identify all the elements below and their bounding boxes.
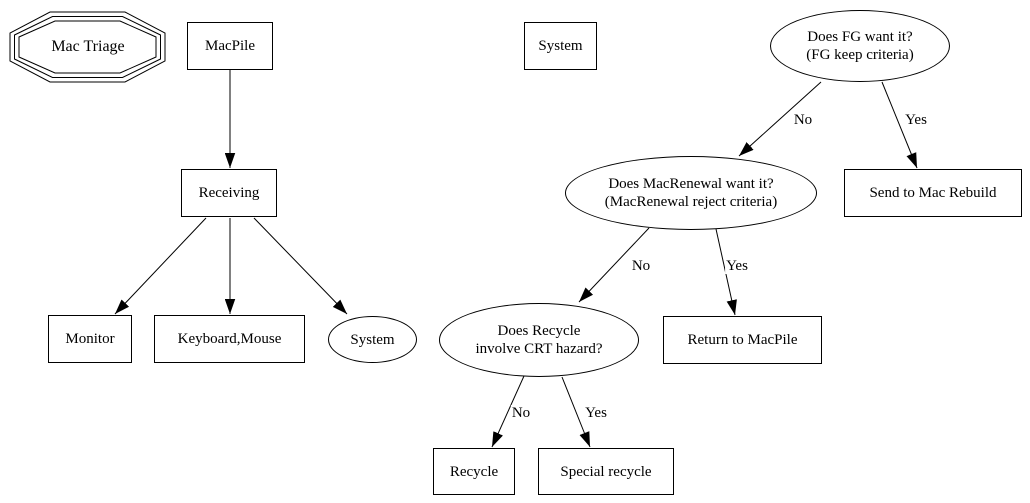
node-recycle: Recycle: [433, 448, 515, 495]
node-fg-decision: Does FG want it? (FG keep criteria): [770, 10, 950, 82]
node-receiving: Receiving: [181, 169, 277, 217]
edge-label-fg-yes: Yes: [904, 112, 928, 128]
node-keyboard-mouse-label: Keyboard,Mouse: [177, 331, 282, 347]
node-send-to-mac-rebuild: Send to Mac Rebuild: [844, 169, 1022, 217]
node-system-box-label: System: [538, 38, 583, 54]
triple-octagon-shape: [9, 11, 166, 83]
node-special-recycle: Special recycle: [538, 448, 674, 495]
edge-label-macrenewal-yes: Yes: [725, 258, 749, 274]
node-system-ellipse: System: [328, 316, 417, 363]
node-macpile-label: MacPile: [205, 38, 255, 54]
node-fg-decision-label: Does FG want it? (FG keep criteria): [806, 29, 914, 63]
node-crt-decision: Does Recycle involve CRT hazard?: [439, 303, 639, 377]
edge-label-crt-yes: Yes: [584, 405, 608, 421]
node-macrenewal-decision-label: Does MacRenewal want it? (MacRenewal rej…: [604, 176, 778, 210]
node-special-recycle-label: Special recycle: [560, 463, 652, 480]
node-receiving-label: Receiving: [198, 185, 260, 201]
edge-label-crt-no: No: [510, 405, 532, 421]
edge-receiving-monitor: [114, 217, 207, 315]
node-send-to-mac-rebuild-label: Send to Mac Rebuild: [869, 185, 997, 201]
node-return-to-macpile: Return to MacPile: [663, 316, 822, 364]
node-system-box: System: [524, 22, 597, 70]
node-macrenewal-decision: Does MacRenewal want it? (MacRenewal rej…: [565, 156, 817, 230]
node-keyboard-mouse: Keyboard,Mouse: [154, 315, 305, 363]
node-monitor: Monitor: [48, 315, 132, 363]
node-recycle-label: Recycle: [449, 463, 499, 480]
node-macpile: MacPile: [187, 22, 273, 70]
node-mac-triage-label: Mac Triage: [51, 38, 125, 55]
edge-label-macrenewal-no: No: [630, 258, 652, 274]
edge-label-fg-no: No: [792, 112, 814, 128]
node-mac-triage: Mac Triage: [8, 10, 168, 84]
edge-receiving-system: [253, 217, 348, 315]
node-monitor-label: Monitor: [65, 331, 115, 347]
node-return-to-macpile-label: Return to MacPile: [687, 332, 798, 348]
node-system-ellipse-label: System: [350, 331, 395, 348]
node-crt-decision-label: Does Recycle involve CRT hazard?: [475, 323, 603, 357]
